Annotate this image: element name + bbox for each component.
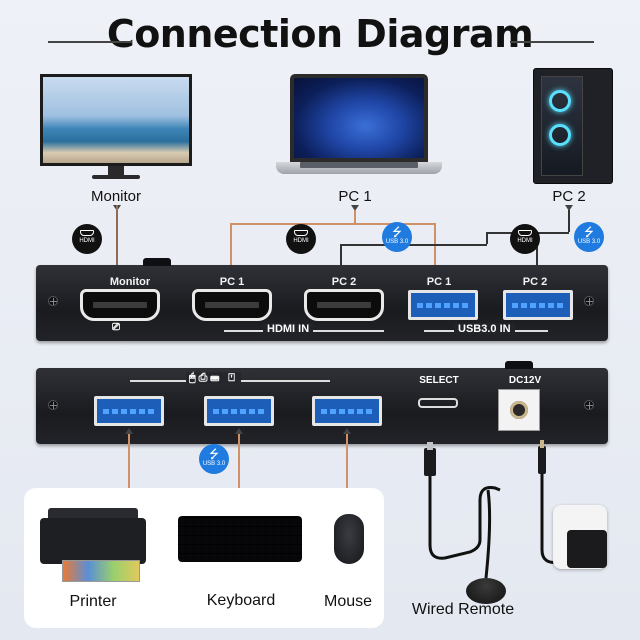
mouse-image bbox=[334, 514, 364, 564]
monitor-label: Monitor bbox=[90, 188, 142, 205]
hdmi-out-port[interactable] bbox=[80, 289, 160, 321]
hdmi-icon bbox=[294, 230, 308, 236]
monitor-base bbox=[92, 175, 140, 179]
select-label: SELECT bbox=[419, 375, 459, 386]
power-adapter-image bbox=[567, 530, 607, 568]
dc-power-jack[interactable] bbox=[498, 389, 540, 431]
pc2-label: PC 2 bbox=[552, 188, 586, 205]
front-knob bbox=[143, 258, 171, 266]
printer-cable bbox=[128, 434, 130, 490]
arrow-up-icon bbox=[343, 428, 351, 434]
title-line-left bbox=[48, 41, 132, 43]
hdmi-badge: HDMI bbox=[72, 224, 102, 254]
pc1-hdmi-cable bbox=[230, 223, 232, 265]
diagram-title: Connection Diagram bbox=[106, 12, 534, 56]
hdmi-badge-text: HDMI bbox=[293, 238, 309, 244]
usb-in-label: USB3.0 IN bbox=[454, 323, 515, 335]
hdmi-in-port-pc2[interactable] bbox=[304, 289, 384, 321]
hdmi-in-label: HDMI IN bbox=[263, 323, 314, 335]
laptop-keyboard bbox=[300, 162, 418, 168]
pc2-cable-drop bbox=[486, 232, 488, 244]
pc2-hdmi-cable bbox=[340, 244, 342, 266]
pc2-usb-cable bbox=[536, 244, 538, 266]
arrow-down-icon bbox=[351, 205, 359, 211]
select-port[interactable] bbox=[418, 398, 458, 408]
printer-paper bbox=[62, 560, 140, 582]
screw-icon bbox=[584, 296, 594, 306]
pc2-cable-trunk bbox=[568, 210, 570, 232]
back-knob bbox=[505, 361, 533, 369]
dc12v-label: DC12V bbox=[508, 375, 542, 386]
hdmi-badge-text: HDMI bbox=[517, 238, 533, 244]
peripheral-icons: 🖱⎙⌨ ⍞ bbox=[186, 372, 241, 385]
hdmi-badge-text: HDMI bbox=[79, 238, 95, 244]
hdmi-badge: HDMI bbox=[286, 224, 316, 254]
pc1-label: PC 1 bbox=[338, 188, 372, 205]
wired-remote-image bbox=[466, 578, 506, 604]
usb-peripheral-port-2[interactable] bbox=[204, 396, 274, 426]
usb-icon: ⭍ bbox=[584, 225, 594, 239]
laptop-image bbox=[290, 74, 428, 162]
mouse-cable bbox=[346, 434, 348, 490]
pc1-cable-trunk bbox=[354, 210, 356, 224]
usb-in-port-pc2[interactable] bbox=[503, 290, 573, 320]
keyboard-cable bbox=[238, 434, 240, 490]
usb-icon: ⭍ bbox=[392, 225, 402, 239]
wired-remote-label: Wired Remote bbox=[411, 601, 515, 618]
fan-icon bbox=[549, 124, 571, 146]
usb-badge: ⭍USB 3.0 bbox=[382, 222, 412, 252]
usb-badge-text: USB 3.0 bbox=[202, 461, 226, 467]
printer-image bbox=[40, 518, 146, 564]
port-label-hdmi-pc1: PC 1 bbox=[219, 276, 245, 288]
pc2-hdmi-run bbox=[340, 244, 487, 246]
mouse-label: Mouse bbox=[323, 593, 373, 610]
arrow-down-icon bbox=[565, 205, 573, 211]
screw-icon bbox=[48, 400, 58, 410]
screw-icon bbox=[48, 296, 58, 306]
port-label-hdmi-pc2: PC 2 bbox=[331, 276, 357, 288]
pc1-cable-split bbox=[230, 223, 434, 225]
monitor-cable-highlight bbox=[116, 205, 118, 265]
hdmi-icon bbox=[80, 230, 94, 236]
usb-badge-text: USB 3.0 bbox=[385, 239, 409, 245]
keyboard-label: Keyboard bbox=[206, 592, 276, 609]
monitor-image bbox=[40, 74, 192, 166]
hdmi-icon bbox=[518, 230, 532, 236]
screw-icon bbox=[584, 400, 594, 410]
keyboard-image bbox=[178, 516, 302, 562]
monitor-symbol-icon: ⎚ bbox=[112, 322, 120, 333]
usb-peripheral-port-3[interactable] bbox=[312, 396, 382, 426]
usb-icon: ⭍ bbox=[209, 447, 219, 461]
usb-badge: ⭍USB 3.0 bbox=[199, 444, 229, 474]
port-label-usb-pc1: PC 1 bbox=[426, 276, 452, 288]
arrow-up-icon bbox=[235, 428, 243, 434]
usb-badge-text: USB 3.0 bbox=[577, 239, 601, 245]
arrow-up-icon bbox=[125, 428, 133, 434]
title-line-right bbox=[510, 41, 594, 43]
fan-icon bbox=[549, 90, 571, 112]
monitor-stand bbox=[108, 166, 124, 176]
hdmi-in-port-pc1[interactable] bbox=[192, 289, 272, 321]
printer-label: Printer bbox=[69, 593, 117, 610]
port-label-monitor: Monitor bbox=[109, 276, 151, 288]
usb-in-port-pc1[interactable] bbox=[408, 290, 478, 320]
usb-peripheral-port-1[interactable] bbox=[94, 396, 164, 426]
hdmi-badge: HDMI bbox=[510, 224, 540, 254]
usb-badge: ⭍USB 3.0 bbox=[574, 222, 604, 252]
port-label-usb-pc2: PC 2 bbox=[522, 276, 548, 288]
